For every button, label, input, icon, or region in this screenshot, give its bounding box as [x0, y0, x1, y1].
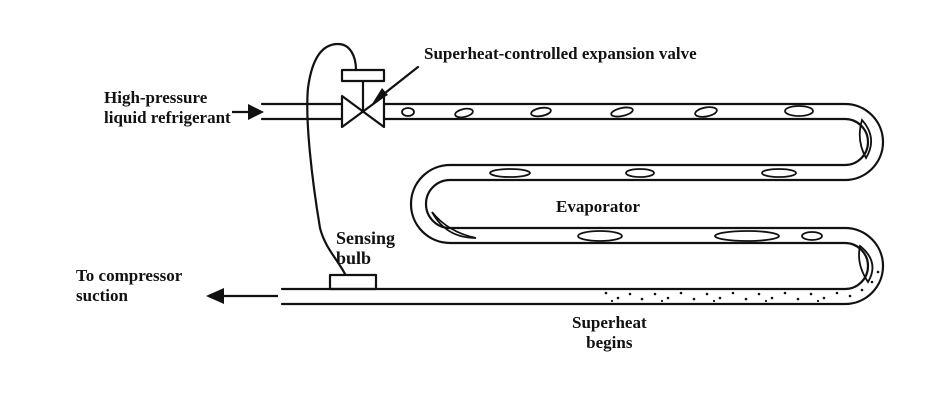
- suction-label-line-2: suction: [76, 286, 128, 305]
- inlet-label-line-1: High-pressure: [104, 88, 208, 107]
- valve-leader-arrowhead: [372, 88, 388, 104]
- sensing-bulb: [328, 273, 378, 291]
- refrigerant-slugs: [401, 105, 874, 284]
- suction-label: To compressor suction: [76, 266, 182, 306]
- suction-label-line-1: To compressor: [76, 266, 183, 285]
- suction-arrow: [206, 288, 278, 304]
- inlet-label-line-2: liquid refrigerant: [104, 108, 231, 127]
- bulb-label: Sensing bulb: [336, 228, 395, 268]
- superheat-label: Superheat begins: [572, 313, 647, 353]
- inlet-label: High-pressure liquid refrigerant: [104, 88, 231, 128]
- capillary-tube: [306, 42, 358, 276]
- bulb-label-line-2: bulb: [336, 248, 372, 268]
- bulb-label-line-1: Sensing: [336, 228, 396, 248]
- inlet-arrow: [232, 104, 264, 120]
- superheat-label-line-2: begins: [586, 333, 633, 352]
- expansion-valve: [340, 68, 386, 129]
- inlet-pipe: [260, 102, 344, 121]
- evaporator-label: Evaporator: [556, 197, 641, 216]
- superheat-label-line-1: Superheat: [572, 313, 647, 332]
- valve-leader-line: [378, 65, 420, 99]
- evaporator-coil-inner: [280, 117, 870, 291]
- valve-label: Superheat-controlled expansion valve: [424, 44, 697, 63]
- evaporator-coil-outer: [280, 102, 885, 306]
- superheat-vapor-dots: [604, 270, 880, 303]
